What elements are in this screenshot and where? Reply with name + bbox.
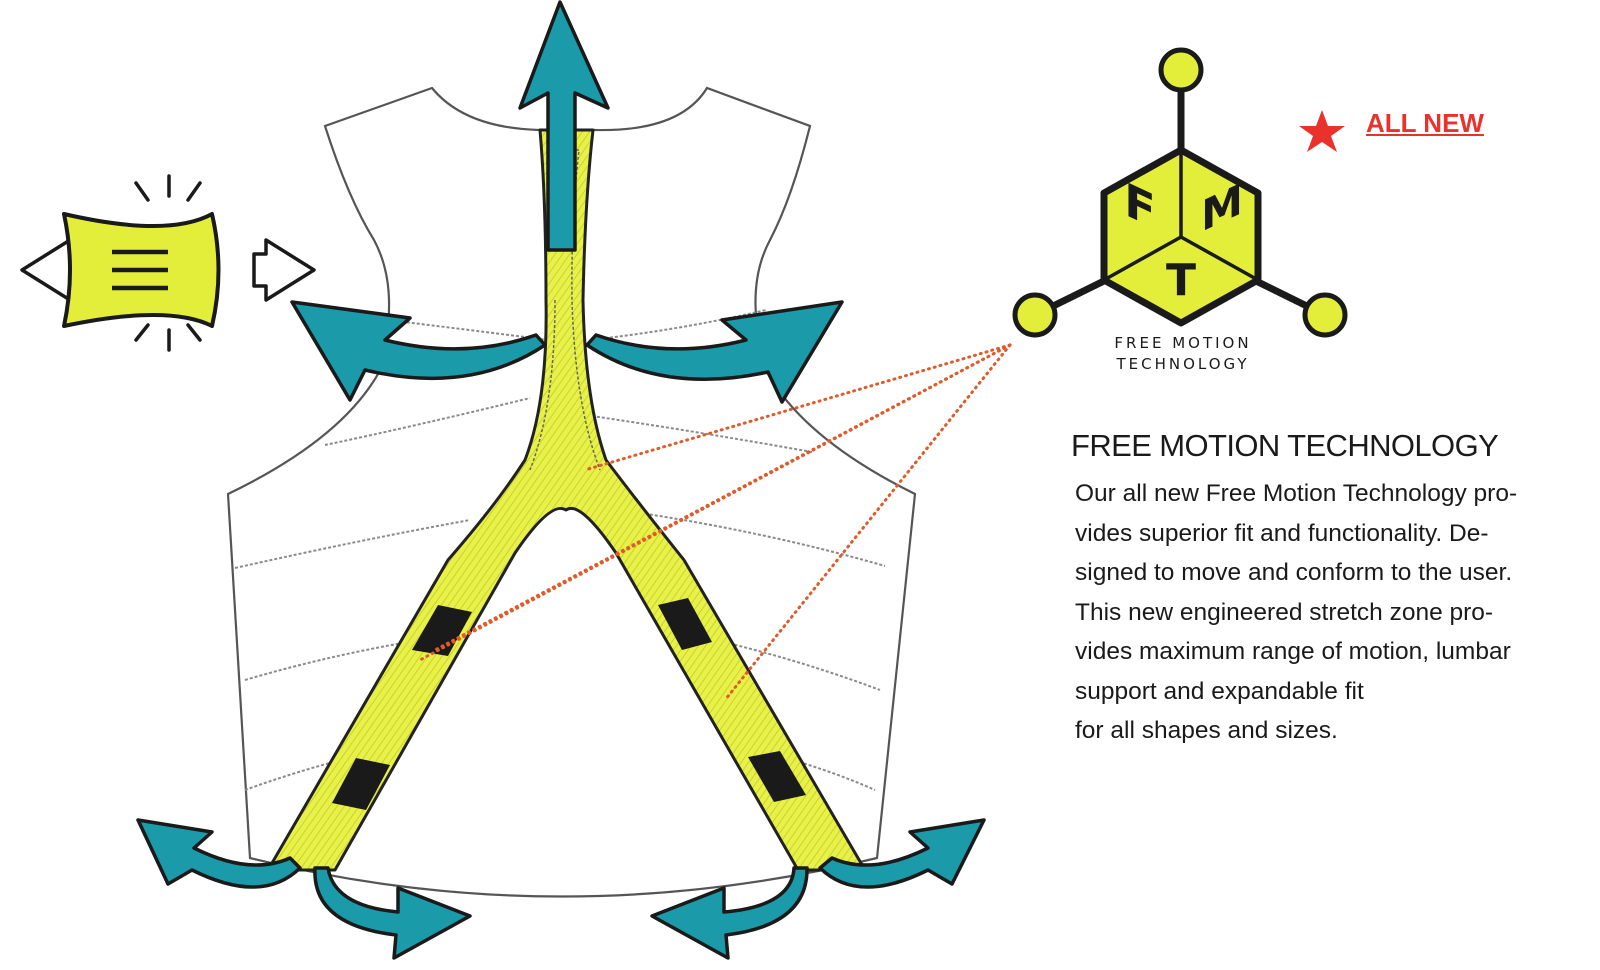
stretch-zone-inner-edge (529, 149, 601, 471)
description-line: This new engineered stretch zone pro- (1075, 598, 1494, 626)
all-new-badge: ALL NEW (1366, 108, 1484, 138)
up-arrow-icon (518, 0, 610, 252)
bottom-right-arrow-a-icon (650, 866, 809, 960)
description-line: vides maximum range of motion, lumbar (1075, 638, 1511, 665)
logo-letter-t: T (1166, 255, 1196, 306)
description-line: support and expandable fit (1075, 677, 1364, 705)
bottom-right-arrow-b-icon (818, 818, 986, 889)
bottom-left-arrow-b-icon (313, 866, 472, 960)
description-line: Our all new Free Motion Technology pro- (1075, 480, 1518, 507)
logo-caption-line-2: TECHNOLOGY (1115, 355, 1249, 373)
bottom-left-arrow-a-icon (136, 818, 302, 889)
stretch-icon (20, 174, 316, 352)
feature-description: Our all new Free Motion Technology pro- … (1075, 474, 1600, 751)
description-line: signed to move and conform to the user. (1075, 559, 1513, 586)
left-shoulder-arrow-icon (290, 300, 547, 402)
callout-lines (418, 343, 1012, 702)
description-line: vides superior fit and functionality. De… (1075, 519, 1489, 547)
logo-caption-line-1: FREE MOTION (1114, 334, 1251, 352)
stretch-zone-panel (266, 128, 867, 872)
fmt-logo: F M T FREE MOTION TECHNOLOGY (1012, 47, 1348, 373)
right-shoulder-arrow-icon (585, 300, 844, 404)
motion-arrows (136, 0, 986, 960)
feature-heading: FREE MOTION TECHNOLOGY (1071, 428, 1499, 463)
description-line: for all shapes and sizes. (1075, 717, 1338, 744)
reinforcement-bands (332, 598, 806, 810)
star-icon (1299, 110, 1345, 152)
